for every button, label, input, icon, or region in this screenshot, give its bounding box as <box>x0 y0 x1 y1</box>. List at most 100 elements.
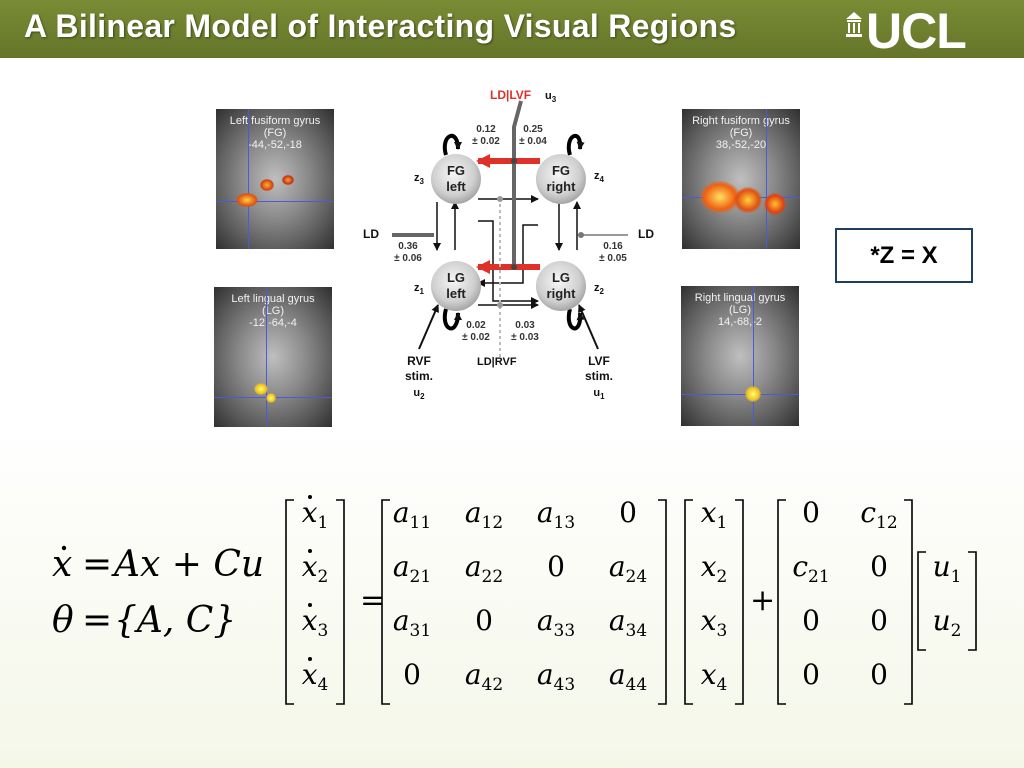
a-entry: a24 <box>609 550 647 587</box>
bracket-c <box>777 499 913 705</box>
a-entry: a31 <box>393 604 431 641</box>
dcm-figure: Left fusiform gyrus (FG) -44,-52,-18 Rig… <box>208 87 816 432</box>
self-loop-lgl <box>442 308 462 331</box>
x-entry: x3 <box>701 604 728 641</box>
eq2-equals: = <box>82 600 112 641</box>
panel-caption: Left lingual gyrus (LG) -12,-64,-4 <box>231 293 315 329</box>
plus-sign: + <box>750 583 775 618</box>
slide-title: A Bilinear Model of Interacting Visual R… <box>24 8 737 44</box>
node-label: LG <box>552 270 570 285</box>
coef: 0.36 <box>398 241 418 252</box>
bracket-u <box>917 551 977 651</box>
dot-marker <box>308 603 312 607</box>
ucl-portico-icon <box>846 12 862 37</box>
panel-caption: Right fusiform gyrus (FG) 38,-52,-20 <box>692 115 790 151</box>
node-fg-right <box>536 154 586 204</box>
rvf-stim: stim. <box>405 369 433 383</box>
dot-marker <box>308 549 312 553</box>
dot-marker <box>308 495 312 499</box>
x-entry: x2 <box>701 550 728 587</box>
edge-fgr-lgl <box>477 224 538 287</box>
node-label: left <box>446 179 466 194</box>
a-entry: a21 <box>393 550 431 587</box>
z-label: z1 <box>414 282 425 296</box>
a-entry: a43 <box>537 658 575 695</box>
xdot-entry: x1 <box>302 496 329 533</box>
ld-right: LD <box>638 227 654 241</box>
panel-caption: Right lingual gyrus (LG) 14,-68,-2 <box>694 292 786 328</box>
brain-panel-left-fg: Left fusiform gyrus (FG) -44,-52,-18 <box>216 109 334 249</box>
ucl-logo-text: UCL <box>866 3 967 59</box>
input-rvf <box>418 304 439 350</box>
a-entry: a33 <box>537 604 575 641</box>
modulation-line-lvf <box>512 100 523 267</box>
self-loop-lgr <box>566 308 585 331</box>
u-left: u2 <box>413 387 425 401</box>
node-label: FG <box>447 163 465 178</box>
eq1-lhs: x <box>52 544 72 585</box>
node-label: right <box>547 286 577 301</box>
node-label: LG <box>447 270 465 285</box>
a-entry: a22 <box>465 550 503 587</box>
c-entry: c12 <box>860 496 897 533</box>
a-entry: 0 <box>619 496 637 529</box>
a-entry: 0 <box>475 604 493 637</box>
eq2-rhs: {A, C} <box>114 600 236 641</box>
xdot-entry: x2 <box>302 550 329 587</box>
z-equals-x-box: *Z = X <box>835 228 973 283</box>
edge-fgl-lgr <box>478 220 539 305</box>
z-label: z3 <box>414 172 425 186</box>
coef: 0.12 <box>476 124 496 135</box>
coef: 0.16 <box>603 241 623 252</box>
model-equations: x = Ax + Cu θ = {A, C} <box>52 544 264 641</box>
self-loop-fgr <box>566 133 585 156</box>
node-label: right <box>547 179 577 194</box>
bracket-a <box>381 499 667 705</box>
c-entry: 0 <box>802 604 820 637</box>
u-entry: u1 <box>933 550 962 587</box>
node-label: left <box>446 286 466 301</box>
coef: 0.02 <box>466 320 486 331</box>
bottom-label: LD|RVF <box>477 356 517 368</box>
lvf-stim: LVF <box>588 354 610 368</box>
u-right: u1 <box>593 387 605 401</box>
z-label: z2 <box>594 282 605 296</box>
node-lg-left <box>431 261 481 311</box>
node-fg-left <box>431 154 481 204</box>
x-entry: x4 <box>701 658 728 695</box>
coef: 0.25 <box>523 124 543 135</box>
network-diagram: FG left FG right LG left LG right z3 z4 … <box>363 88 654 401</box>
z-label: z4 <box>594 170 605 184</box>
bracket-x <box>684 499 744 705</box>
c-entry: c21 <box>792 550 829 587</box>
a-entry: 0 <box>547 550 565 583</box>
top-label: LD|LVF <box>490 88 531 102</box>
a-entry: a42 <box>465 658 503 695</box>
bracket-xdot <box>285 499 345 705</box>
x-entry: x1 <box>701 496 728 533</box>
a-entry: 0 <box>403 658 421 691</box>
a-entry: a13 <box>537 496 575 533</box>
coef: ± 0.05 <box>599 253 627 264</box>
panel-caption: Left fusiform gyrus (FG) -44,-52,-18 <box>229 115 321 151</box>
dot-marker <box>61 545 67 551</box>
c-entry: 0 <box>870 658 888 691</box>
coef: ± 0.04 <box>519 136 547 147</box>
brain-panel-right-fg: Right fusiform gyrus (FG) 38,-52,-20 <box>682 109 800 249</box>
brain-panel-left-lg: Left lingual gyrus (LG) -12,-64,-4 <box>214 287 332 427</box>
coef: ± 0.02 <box>462 332 490 343</box>
a-entry: a44 <box>609 658 647 695</box>
xdot-entry: x3 <box>302 604 329 641</box>
top-u: u3 <box>545 90 557 104</box>
node-label: FG <box>552 163 570 178</box>
coef: ± 0.06 <box>394 253 422 264</box>
coef: ± 0.02 <box>472 136 500 147</box>
coef: 0.03 <box>515 320 535 331</box>
title-bar: A Bilinear Model of Interacting Visual R… <box>0 0 1024 58</box>
brain-panel-right-lg: Right lingual gyrus (LG) 14,-68,-2 <box>681 286 799 426</box>
coef: ± 0.03 <box>511 332 539 343</box>
equals-sign: = <box>360 583 385 618</box>
eq1-equals: = <box>82 544 112 585</box>
ld-left: LD <box>363 227 379 241</box>
a-entry: a12 <box>465 496 503 533</box>
